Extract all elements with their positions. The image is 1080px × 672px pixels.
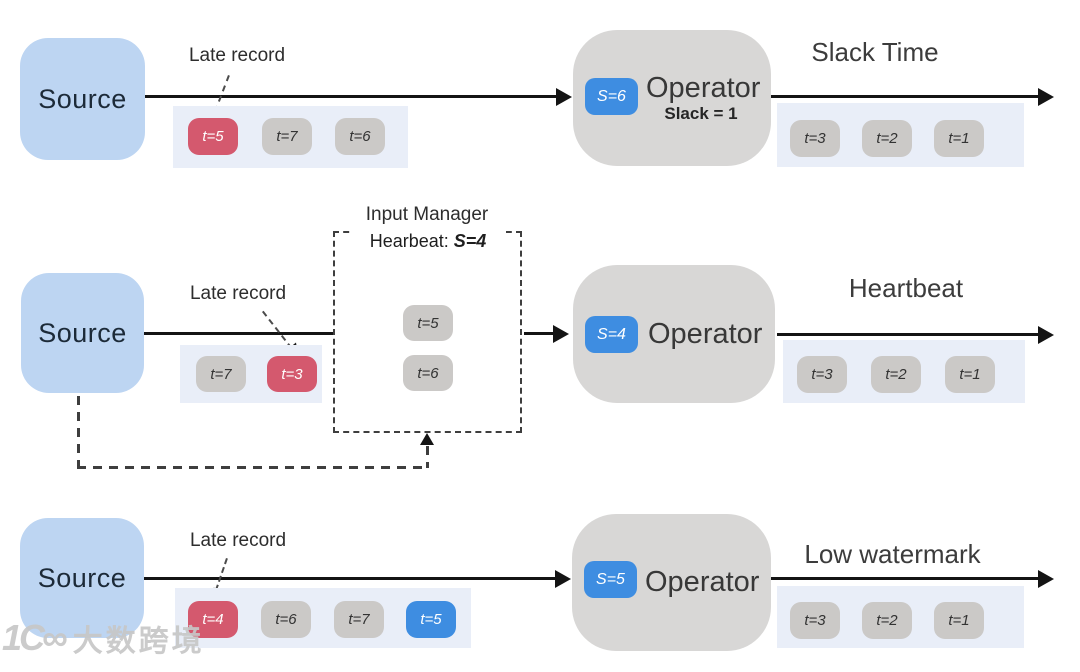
source-node: Source <box>20 38 145 160</box>
event-chip: t=6 <box>403 355 453 391</box>
brand-icon: 1C∞ <box>2 617 68 658</box>
feedback-path-vertical <box>426 446 429 468</box>
operator-note: Slack = 1 <box>664 104 738 123</box>
event-chip: t=5 <box>403 305 453 341</box>
late-record-label: Late record <box>189 530 287 551</box>
event-chip: t=2 <box>862 120 912 157</box>
event-chip: t=1 <box>934 120 984 157</box>
late-record-arrow-icon <box>262 310 293 350</box>
stream-arrow <box>777 325 1054 344</box>
late-record-label: Late record <box>189 283 287 304</box>
row-title: Slack Time <box>811 37 939 67</box>
event-chip: t=3 <box>790 602 840 639</box>
event-chip: t=2 <box>862 602 912 639</box>
late-record-arrow-icon <box>214 558 228 591</box>
heartbeat-value: S=4 <box>453 231 487 251</box>
event-chip: t=1 <box>945 356 995 393</box>
stream-arrow <box>144 569 571 588</box>
stream-line <box>144 332 334 335</box>
event-chip: t=7 <box>196 356 246 392</box>
operator-label: Operator <box>648 318 763 350</box>
row-title: Heartbeat <box>848 273 964 303</box>
event-chip: t=5 <box>188 118 238 155</box>
stream-arrow <box>524 324 569 343</box>
operator-label: Operator <box>645 566 760 598</box>
feedback-path-vertical <box>77 396 80 468</box>
source-node: Source <box>20 518 144 638</box>
brand-text: 大数跨境 <box>72 625 205 658</box>
event-chip: t=4 <box>188 601 238 638</box>
event-chip: t=6 <box>335 118 385 155</box>
event-chip: t=2 <box>871 356 921 393</box>
event-chip: t=6 <box>261 601 311 638</box>
row-title: Low watermark <box>804 539 981 569</box>
event-chip: t=7 <box>262 118 312 155</box>
source-node: Source <box>21 273 144 393</box>
event-chip: t=1 <box>934 602 984 639</box>
event-chip: t=5 <box>406 601 456 638</box>
stream-arrow <box>771 87 1054 106</box>
feedback-arrowhead-icon <box>420 433 434 445</box>
late-record-label: Late record <box>188 45 286 66</box>
event-chip: t=7 <box>334 601 384 638</box>
event-chip: t=3 <box>267 356 317 392</box>
watermark-logo: 1C∞ 大数跨境 <box>2 616 205 660</box>
heartbeat-prefix: Hearbeat: <box>369 231 449 251</box>
feedback-path-horizontal <box>77 466 429 469</box>
input-manager-title: Input Manager <box>365 204 489 225</box>
stream-arrow <box>771 569 1054 588</box>
slack-badge: S=4 <box>585 316 638 353</box>
event-chip: t=3 <box>797 356 847 393</box>
stream-arrow <box>145 87 572 106</box>
event-chip: t=3 <box>790 120 840 157</box>
slack-badge: S=5 <box>584 561 637 598</box>
slack-badge: S=6 <box>585 78 638 115</box>
operator-label: Operator <box>646 72 761 104</box>
heartbeat-label: Hearbeat:S=4 <box>350 228 506 254</box>
